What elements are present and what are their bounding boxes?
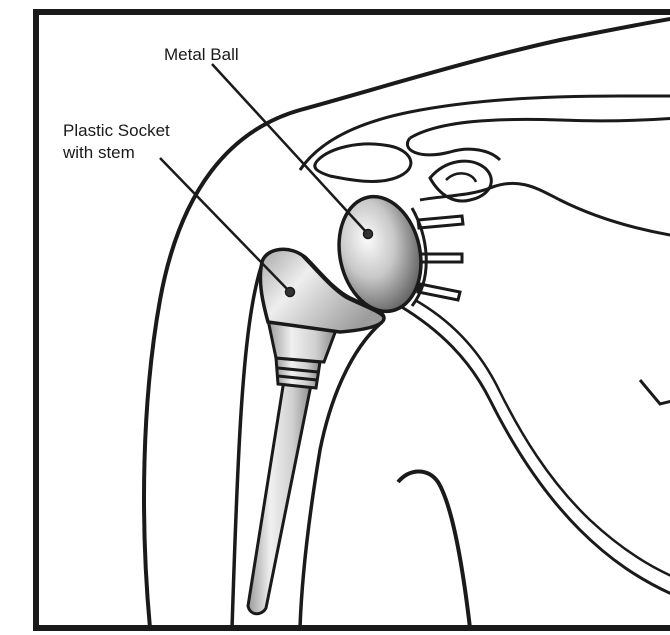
metal-ball-leader-dot [364, 230, 373, 239]
metal-ball-label: Metal Ball [164, 44, 239, 66]
scapula-outline [420, 183, 670, 236]
acromion-inner [315, 144, 411, 182]
clavicle-end [407, 138, 500, 160]
acromion-outline [300, 96, 670, 170]
plastic-socket-label-line1: Plastic Socket [63, 120, 170, 142]
armpit-fold [398, 472, 470, 629]
scapula-lower-inner [415, 300, 670, 578]
plastic-socket-label-line2: with stem [63, 142, 135, 164]
scapula-edge [640, 380, 670, 404]
metal-ball-leader [212, 64, 368, 234]
clavicle-outline [410, 118, 670, 138]
plastic-socket-leader-dot [286, 288, 295, 297]
body-outline [144, 18, 670, 628]
coracoid-inner [446, 173, 476, 182]
